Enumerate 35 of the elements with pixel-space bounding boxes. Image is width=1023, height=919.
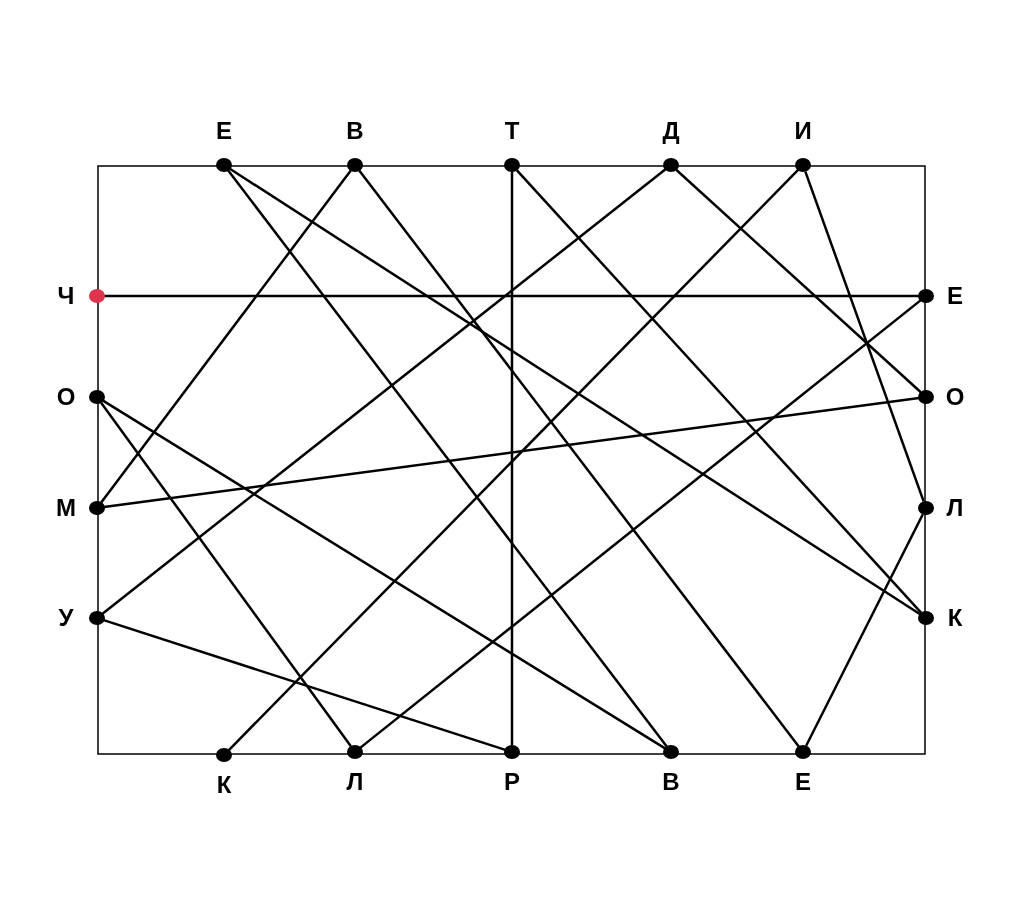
connecting-line	[359, 299, 922, 749]
connecting-line	[358, 169, 800, 748]
point-letter: Л	[345, 768, 365, 796]
connecting-line	[228, 169, 799, 751]
point-letter: В	[345, 117, 365, 145]
connecting-line	[675, 168, 922, 394]
point-letter: У	[57, 604, 75, 632]
connecting-line	[101, 168, 667, 615]
connecting-line	[510, 172, 514, 745]
point-letter: Р	[503, 768, 521, 796]
point-letter: М	[55, 494, 77, 522]
point-letter: Е	[794, 768, 812, 796]
connecting-line	[104, 294, 919, 298]
point-letter: Д	[661, 117, 681, 145]
connecting-line	[103, 396, 920, 509]
point-letter: Т	[503, 117, 521, 145]
point-letter: Е	[215, 117, 233, 145]
point-letter: О	[944, 383, 966, 411]
point-letter: Л	[945, 494, 965, 522]
point-letter: К	[946, 604, 964, 632]
connecting-line	[103, 618, 506, 752]
connecting-line	[805, 513, 924, 747]
point-letter: И	[793, 117, 813, 145]
connecting-line	[515, 169, 923, 614]
connecting-line	[227, 169, 668, 748]
connecting-line	[102, 399, 666, 750]
point-letter: Е	[946, 282, 964, 310]
point-letter: О	[55, 383, 77, 411]
point-letter: Ч	[56, 282, 76, 310]
connecting-line	[100, 401, 352, 748]
point-letter: В	[661, 768, 681, 796]
connecting-line	[100, 169, 352, 504]
connecting-line	[804, 171, 925, 502]
connecting-line	[229, 167, 921, 616]
point-letter: К	[215, 771, 233, 799]
